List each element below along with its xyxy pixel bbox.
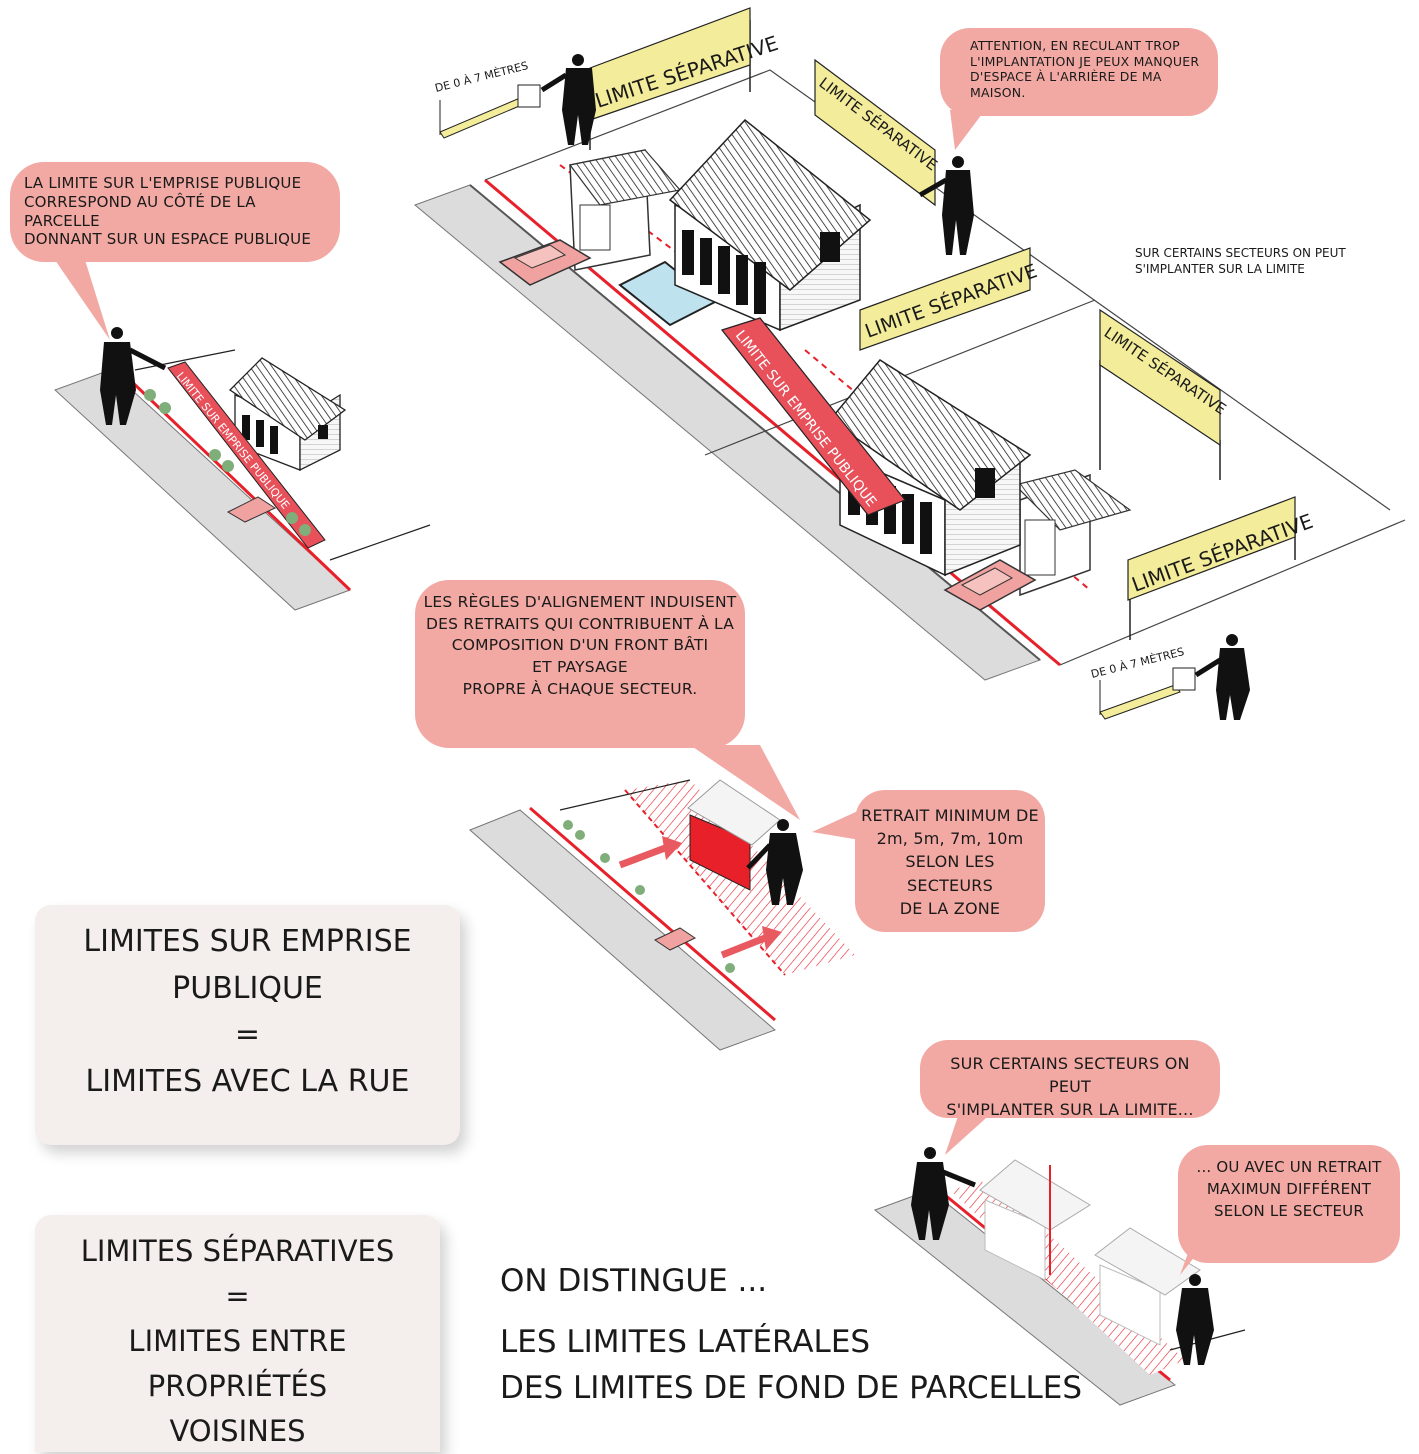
bubble-attention-line-3: D'ESPACE À L'ARRIÈRE DE MA MAISON. (970, 69, 1208, 100)
distinction-text: ON DISTINGUE ... LES LIMITES LATÉRALES D… (500, 1258, 1082, 1412)
bubble-retrait-line-4: DE LA ZONE (861, 897, 1039, 920)
bubble-sur-limite-line-2: S'IMPLANTER SUR LA LIMITE... (928, 1098, 1212, 1121)
bubble-retrait-minimum: RETRAIT MINIMUM DE 2m, 5m, 7m, 10m SELON… (855, 790, 1045, 932)
distinction-line-2: DES LIMITES DE FOND DE PARCELLES (500, 1365, 1082, 1412)
bubble-retrait-max-line-3: SELON LE SECTEUR (1184, 1201, 1394, 1223)
bubble-emprise-publique: LA LIMITE SUR L'EMPRISE PUBLIQUE CORRESP… (10, 162, 340, 262)
bubble-retrait-max-line-2: MAXIMUN DIFFÉRENT (1184, 1179, 1394, 1201)
left-parcel-line-2 (330, 525, 430, 560)
bubble-alignement-line-5: PROPRE À CHAQUE SECTEUR. (423, 679, 737, 701)
bubble-retrait-line-1: RETRAIT MINIMUM DE (861, 804, 1039, 827)
bubble-alignement: LES RÈGLES D'ALIGNEMENT INDUISENT DES RE… (415, 580, 745, 748)
bubble-retrait-maximum: ... OU AVEC UN RETRAIT MAXIMUN DIFFÉRENT… (1178, 1145, 1400, 1263)
annotation-certains-secteurs: SUR CERTAINS SECTEURS ON PEUT S'IMPLANTE… (1135, 245, 1346, 277)
left-street-scene: LIMITE SUR EMPRISE PUBLIQUE (55, 327, 430, 610)
person-bottom-right (1196, 634, 1250, 720)
middle-setback-scene (470, 780, 855, 1050)
sign-separative-bottom: LIMITE SÉPARATIVE (1128, 497, 1316, 640)
distance-top-text: DE 0 À 7 MÈTRES (434, 59, 530, 95)
sign-separative-diagonal-2: LIMITE SÉPARATIVE (1100, 310, 1230, 480)
box-separatives-line-4: VOISINES (35, 1409, 440, 1454)
annotation-certains-line-2: S'IMPLANTER SUR LA LIMITE (1135, 261, 1346, 277)
box-limites-emprise: LIMITES SUR EMPRISE PUBLIQUE = LIMITES A… (35, 905, 460, 1145)
box-separatives-line-3: LIMITES ENTRE PROPRIÉTÉS (35, 1319, 440, 1409)
distinction-intro: ON DISTINGUE ... (500, 1258, 1082, 1305)
box-limites-separatives: LIMITES SÉPARATIVES = LIMITES ENTRE PROP… (35, 1215, 440, 1452)
bubble-alignement-line-2: DES RETRAITS QUI CONTRIBUENT À LA (423, 614, 737, 636)
tape-measure-bottom (1100, 668, 1195, 719)
tape-measure-top (440, 85, 540, 138)
setback-arrow-1 (620, 836, 682, 865)
person-top-left (542, 54, 596, 145)
bubble-alignement-line-3: COMPOSITION D'UN FRONT BÂTI (423, 635, 737, 657)
bubble-retrait-line-2: 2m, 5m, 7m, 10m (861, 827, 1039, 850)
box-emprise-line-3: = (35, 1012, 460, 1059)
distance-bottom-text: DE 0 À 7 MÈTRES (1090, 645, 1186, 681)
bubble-emprise-line-2: CORRESPOND AU CÔTÉ DE LA PARCELLE (24, 193, 330, 231)
garage-1-door (580, 205, 610, 250)
bubble-attention-line-2: L'IMPLANTATION JE PEUX MANQUER (970, 54, 1208, 70)
bubble-sur-limite: SUR CERTAINS SECTEURS ON PEUT S'IMPLANTE… (920, 1040, 1220, 1118)
box-emprise-line-2: PUBLIQUE (35, 966, 460, 1013)
bottom-person-right (1176, 1274, 1214, 1365)
bubble-alignement-line-4: ET PAYSAGE (423, 657, 737, 679)
bubble-retrait-line-3: SELON LES SECTEURS (861, 850, 1039, 896)
bubble-attention-line-1: ATTENTION, EN RECULANT TROP (970, 38, 1208, 54)
box-emprise-line-4: LIMITES AVEC LA RUE (35, 1059, 460, 1106)
bubble-sur-limite-line-1: SUR CERTAINS SECTEURS ON PEUT (928, 1052, 1212, 1098)
bubble-emprise-line-3: DONNANT SUR UN ESPACE PUBLIQUE (24, 230, 330, 249)
distinction-line-1: LES LIMITES LATÉRALES (500, 1319, 1082, 1366)
annotation-certains-line-1: SUR CERTAINS SECTEURS ON PEUT (1135, 245, 1346, 261)
sign-separative-diagonal-1: LIMITE SÉPARATIVE (815, 60, 941, 205)
bubble-emprise-line-1: LA LIMITE SUR L'EMPRISE PUBLIQUE (24, 174, 330, 193)
bubble-retrait-max-line-1: ... OU AVEC UN RETRAIT (1184, 1157, 1394, 1179)
sign-separative-middle: LIMITE SÉPARATIVE (860, 248, 1040, 350)
bubble-alignement-line-1: LES RÈGLES D'ALIGNEMENT INDUISENT (423, 592, 737, 614)
box-separatives-line-1: LIMITES SÉPARATIVES (35, 1229, 440, 1274)
box-emprise-line-1: LIMITES SUR EMPRISE (35, 919, 460, 966)
box-separatives-line-2: = (35, 1274, 440, 1319)
bubble-attention: ATTENTION, EN RECULANT TROP L'IMPLANTATI… (940, 28, 1218, 116)
garage-2-door (1025, 520, 1055, 575)
